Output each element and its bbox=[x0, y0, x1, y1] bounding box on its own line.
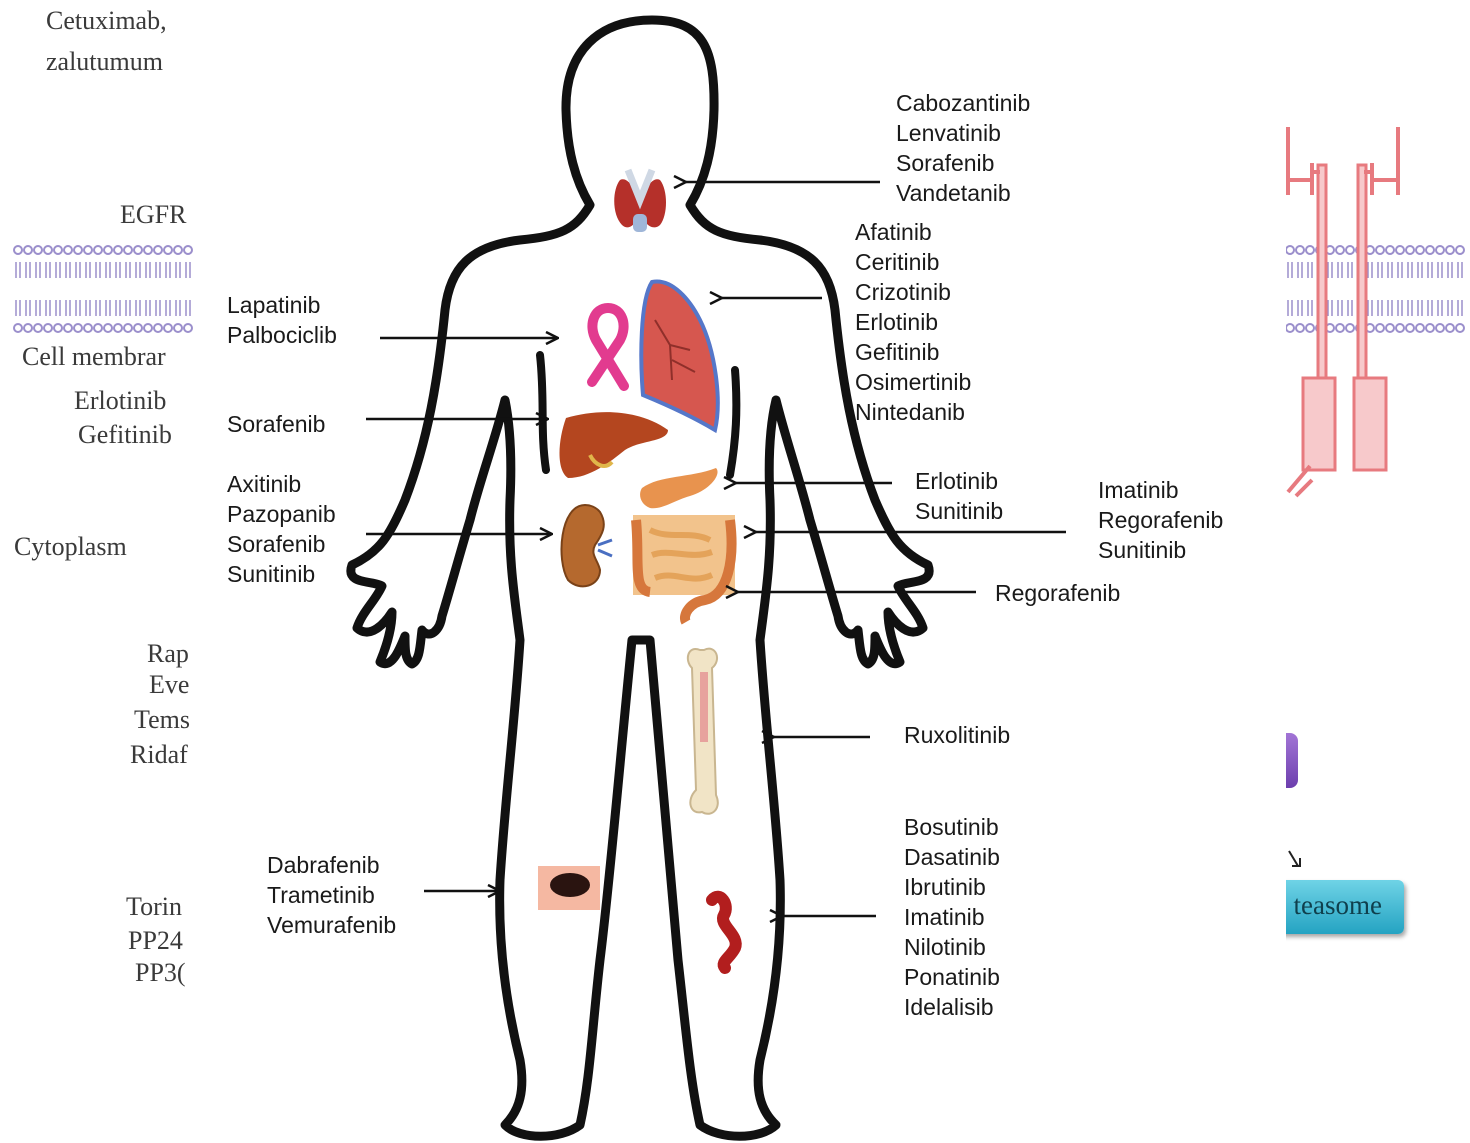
drug-name: Axitinib bbox=[227, 469, 336, 499]
skin-melanoma bbox=[538, 866, 600, 910]
drug-name: Lenvatinib bbox=[896, 118, 1030, 148]
drug-name: Cabozantinib bbox=[896, 88, 1030, 118]
drug-name: Gefitinib bbox=[855, 337, 971, 367]
bone-drug-list: Ruxolitinib bbox=[904, 720, 1010, 750]
drug-name: Crizotinib bbox=[855, 277, 971, 307]
drug-name: Nintedanib bbox=[855, 397, 971, 427]
drug-name: Sunitinib bbox=[1098, 535, 1223, 565]
drug-name: Pazopanib bbox=[227, 499, 336, 529]
drug-name: Sunitinib bbox=[915, 496, 1003, 526]
drug-name: Erlotinib bbox=[855, 307, 971, 337]
drug-name: Ponatinib bbox=[904, 962, 1000, 992]
colon-drug-list: Regorafenib bbox=[995, 578, 1120, 608]
drug-name: Osimertinib bbox=[855, 367, 971, 397]
drug-name: Idelalisib bbox=[904, 992, 1000, 1022]
drug-name: Trametinib bbox=[267, 880, 396, 910]
drug-name: Dasatinib bbox=[904, 842, 1000, 872]
drug-name: Afatinib bbox=[855, 217, 971, 247]
drug-name: Ruxolitinib bbox=[904, 720, 1010, 750]
drug-name: Ibrutinib bbox=[904, 872, 1000, 902]
drug-name: Sorafenib bbox=[227, 529, 336, 559]
left-arm-inner-line bbox=[540, 355, 546, 470]
drug-name: Sunitinib bbox=[227, 559, 336, 589]
drug-name: Vandetanib bbox=[896, 178, 1030, 208]
drug-name: Regorafenib bbox=[995, 578, 1120, 608]
drug-name: Nilotinib bbox=[904, 932, 1000, 962]
drug-name: Regorafenib bbox=[1098, 505, 1223, 535]
drug-name: Imatinib bbox=[1098, 475, 1223, 505]
drug-name: Vemurafenib bbox=[267, 910, 396, 940]
drug-name: Dabrafenib bbox=[267, 850, 396, 880]
drug-name: Lapatinib bbox=[227, 290, 337, 320]
drug-name: Sorafenib bbox=[896, 148, 1030, 178]
drug-name: Palbociclib bbox=[227, 320, 337, 350]
drug-name: Ceritinib bbox=[855, 247, 971, 277]
drug-name: Sorafenib bbox=[227, 409, 325, 439]
drug-name: Erlotinib bbox=[915, 466, 1003, 496]
liver-drug-list: Sorafenib bbox=[227, 409, 325, 439]
drug-name: Imatinib bbox=[904, 902, 1000, 932]
drug-name: Bosutinib bbox=[904, 812, 1000, 842]
